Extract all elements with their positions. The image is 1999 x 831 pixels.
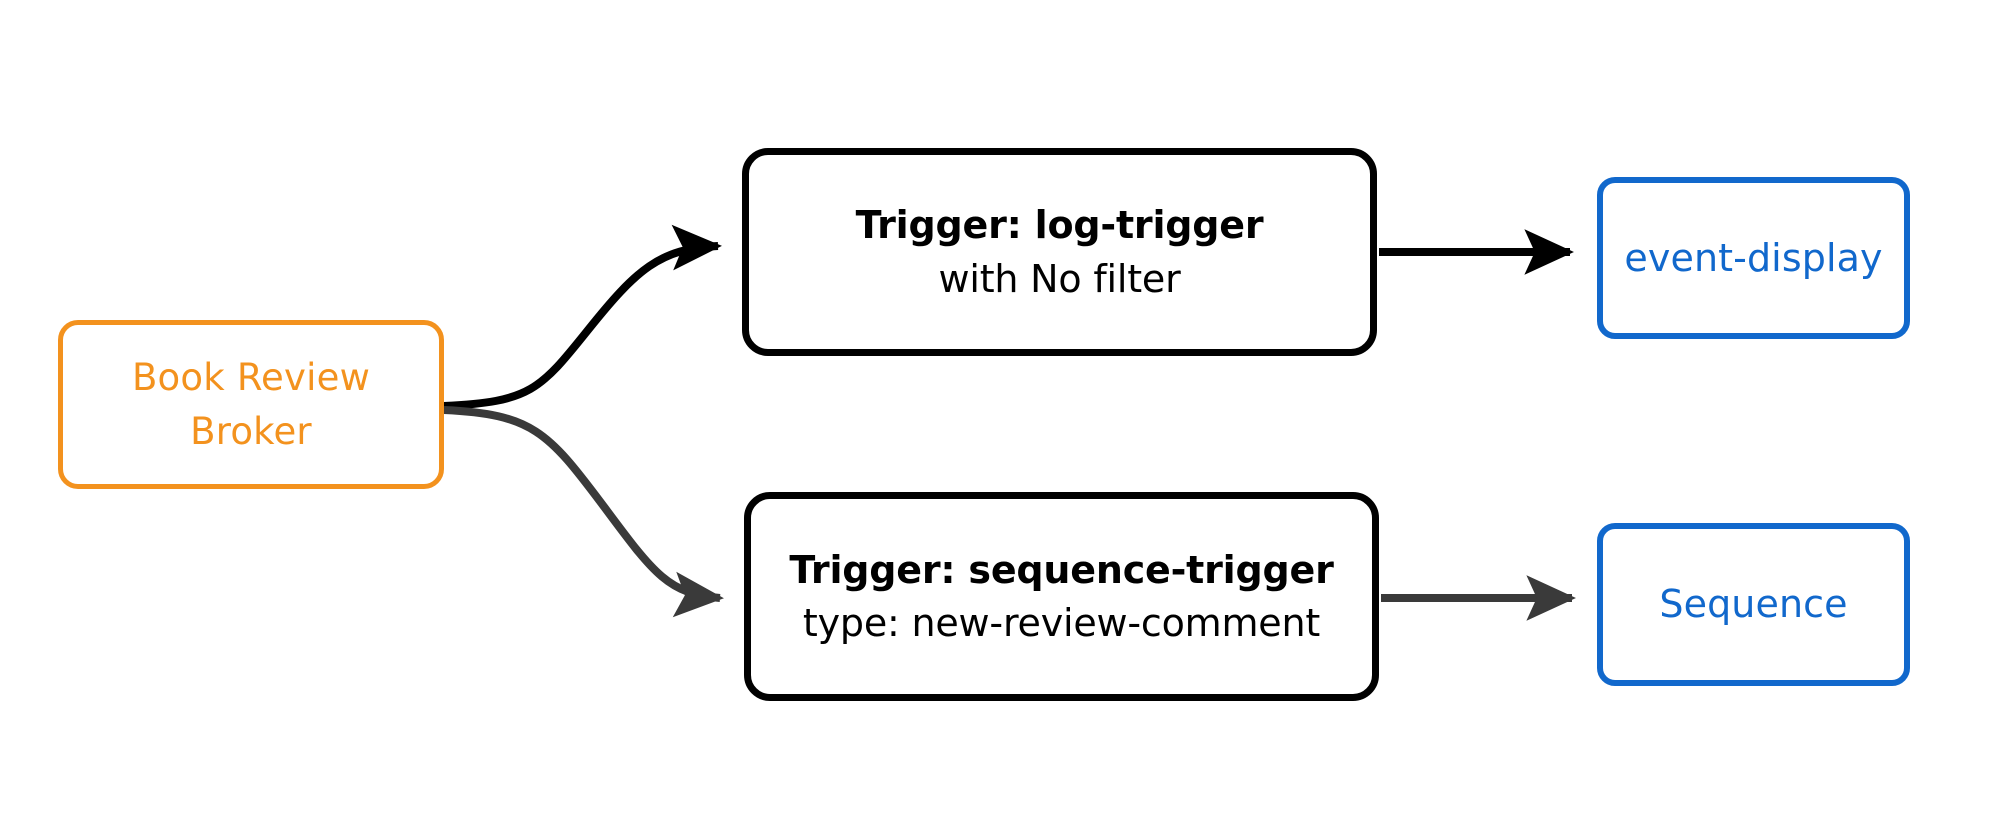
sequence-label: Sequence — [1659, 582, 1848, 627]
node-book-review-broker[interactable]: Book Review Broker — [58, 320, 444, 489]
node-trigger-sequence-trigger[interactable]: Trigger: sequence-trigger type: new-revi… — [744, 492, 1379, 701]
trigger-log-subtitle: with No filter — [938, 256, 1181, 301]
trigger-sequence-title: Trigger: sequence-trigger — [789, 547, 1334, 592]
broker-label-line-2: Broker — [190, 409, 312, 453]
trigger-log-title: Trigger: log-trigger — [855, 203, 1264, 248]
node-event-display[interactable]: event-display — [1597, 177, 1910, 339]
broker-label-line-1: Book Review — [131, 356, 371, 400]
edge-broker-to-sequence-trigger — [443, 406, 724, 618]
edge-broker-to-log-trigger — [443, 224, 722, 410]
node-trigger-log-trigger[interactable]: Trigger: log-trigger with No filter — [742, 148, 1377, 356]
event-display-label: event-display — [1624, 235, 1883, 280]
trigger-sequence-subtitle: type: new-review-comment — [802, 601, 1321, 645]
node-sequence[interactable]: Sequence — [1597, 523, 1910, 686]
